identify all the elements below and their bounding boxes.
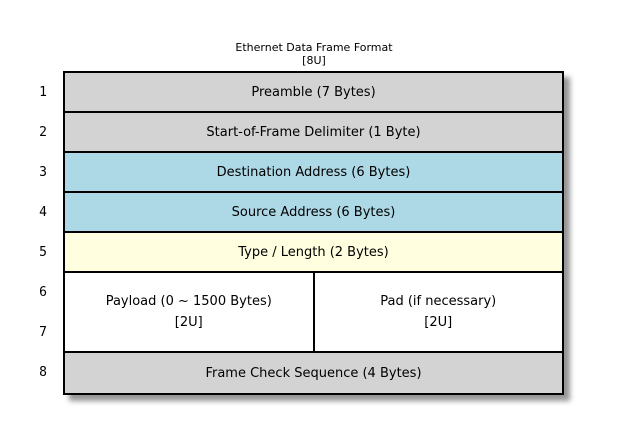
field-pad-label: Pad (if necessary) bbox=[380, 294, 497, 309]
field-source-address: Source Address (6 Bytes) bbox=[65, 193, 562, 233]
row-number-6: 6 bbox=[39, 285, 47, 300]
row-number-3: 3 bbox=[39, 165, 47, 180]
field-sfd-label: Start-of-Frame Delimiter (1 Byte) bbox=[206, 124, 421, 140]
title-line-2: [8U] bbox=[302, 54, 326, 67]
field-payload-label: Payload (0 ~ 1500 Bytes) bbox=[105, 294, 272, 309]
field-pad: Pad (if necessary) [2U] bbox=[312, 273, 563, 351]
field-payload-pad-row: Payload (0 ~ 1500 Bytes) [2U] Pad (if ne… bbox=[65, 273, 562, 353]
row-number-5: 5 bbox=[39, 245, 47, 260]
field-preamble: Preamble (7 Bytes) bbox=[65, 73, 562, 113]
field-pad-sublabel: [2U] bbox=[424, 315, 453, 330]
row-number-4: 4 bbox=[39, 205, 47, 220]
diagram-title: Ethernet Data Frame Format [8U] bbox=[0, 41, 628, 67]
field-payload-sublabel: [2U] bbox=[174, 315, 203, 330]
field-destination-address-label: Destination Address (6 Bytes) bbox=[216, 164, 411, 180]
field-payload: Payload (0 ~ 1500 Bytes) [2U] bbox=[65, 273, 313, 351]
field-fcs-label: Frame Check Sequence (4 Bytes) bbox=[205, 365, 422, 381]
field-type-length-label: Type / Length (2 Bytes) bbox=[238, 244, 389, 260]
row-number-1: 1 bbox=[39, 85, 47, 100]
row-number-7: 7 bbox=[39, 325, 47, 340]
row-number-8: 8 bbox=[39, 365, 47, 380]
field-start-of-frame-delimiter: Start-of-Frame Delimiter (1 Byte) bbox=[65, 113, 562, 153]
title-line-1: Ethernet Data Frame Format bbox=[235, 41, 393, 54]
frame-table: Preamble (7 Bytes) Start-of-Frame Delimi… bbox=[63, 71, 564, 395]
field-source-address-label: Source Address (6 Bytes) bbox=[231, 204, 396, 220]
field-preamble-label: Preamble (7 Bytes) bbox=[251, 84, 376, 100]
row-number-2: 2 bbox=[39, 125, 47, 140]
field-destination-address: Destination Address (6 Bytes) bbox=[65, 153, 562, 193]
field-frame-check-sequence: Frame Check Sequence (4 Bytes) bbox=[65, 353, 562, 393]
field-type-length: Type / Length (2 Bytes) bbox=[65, 233, 562, 273]
